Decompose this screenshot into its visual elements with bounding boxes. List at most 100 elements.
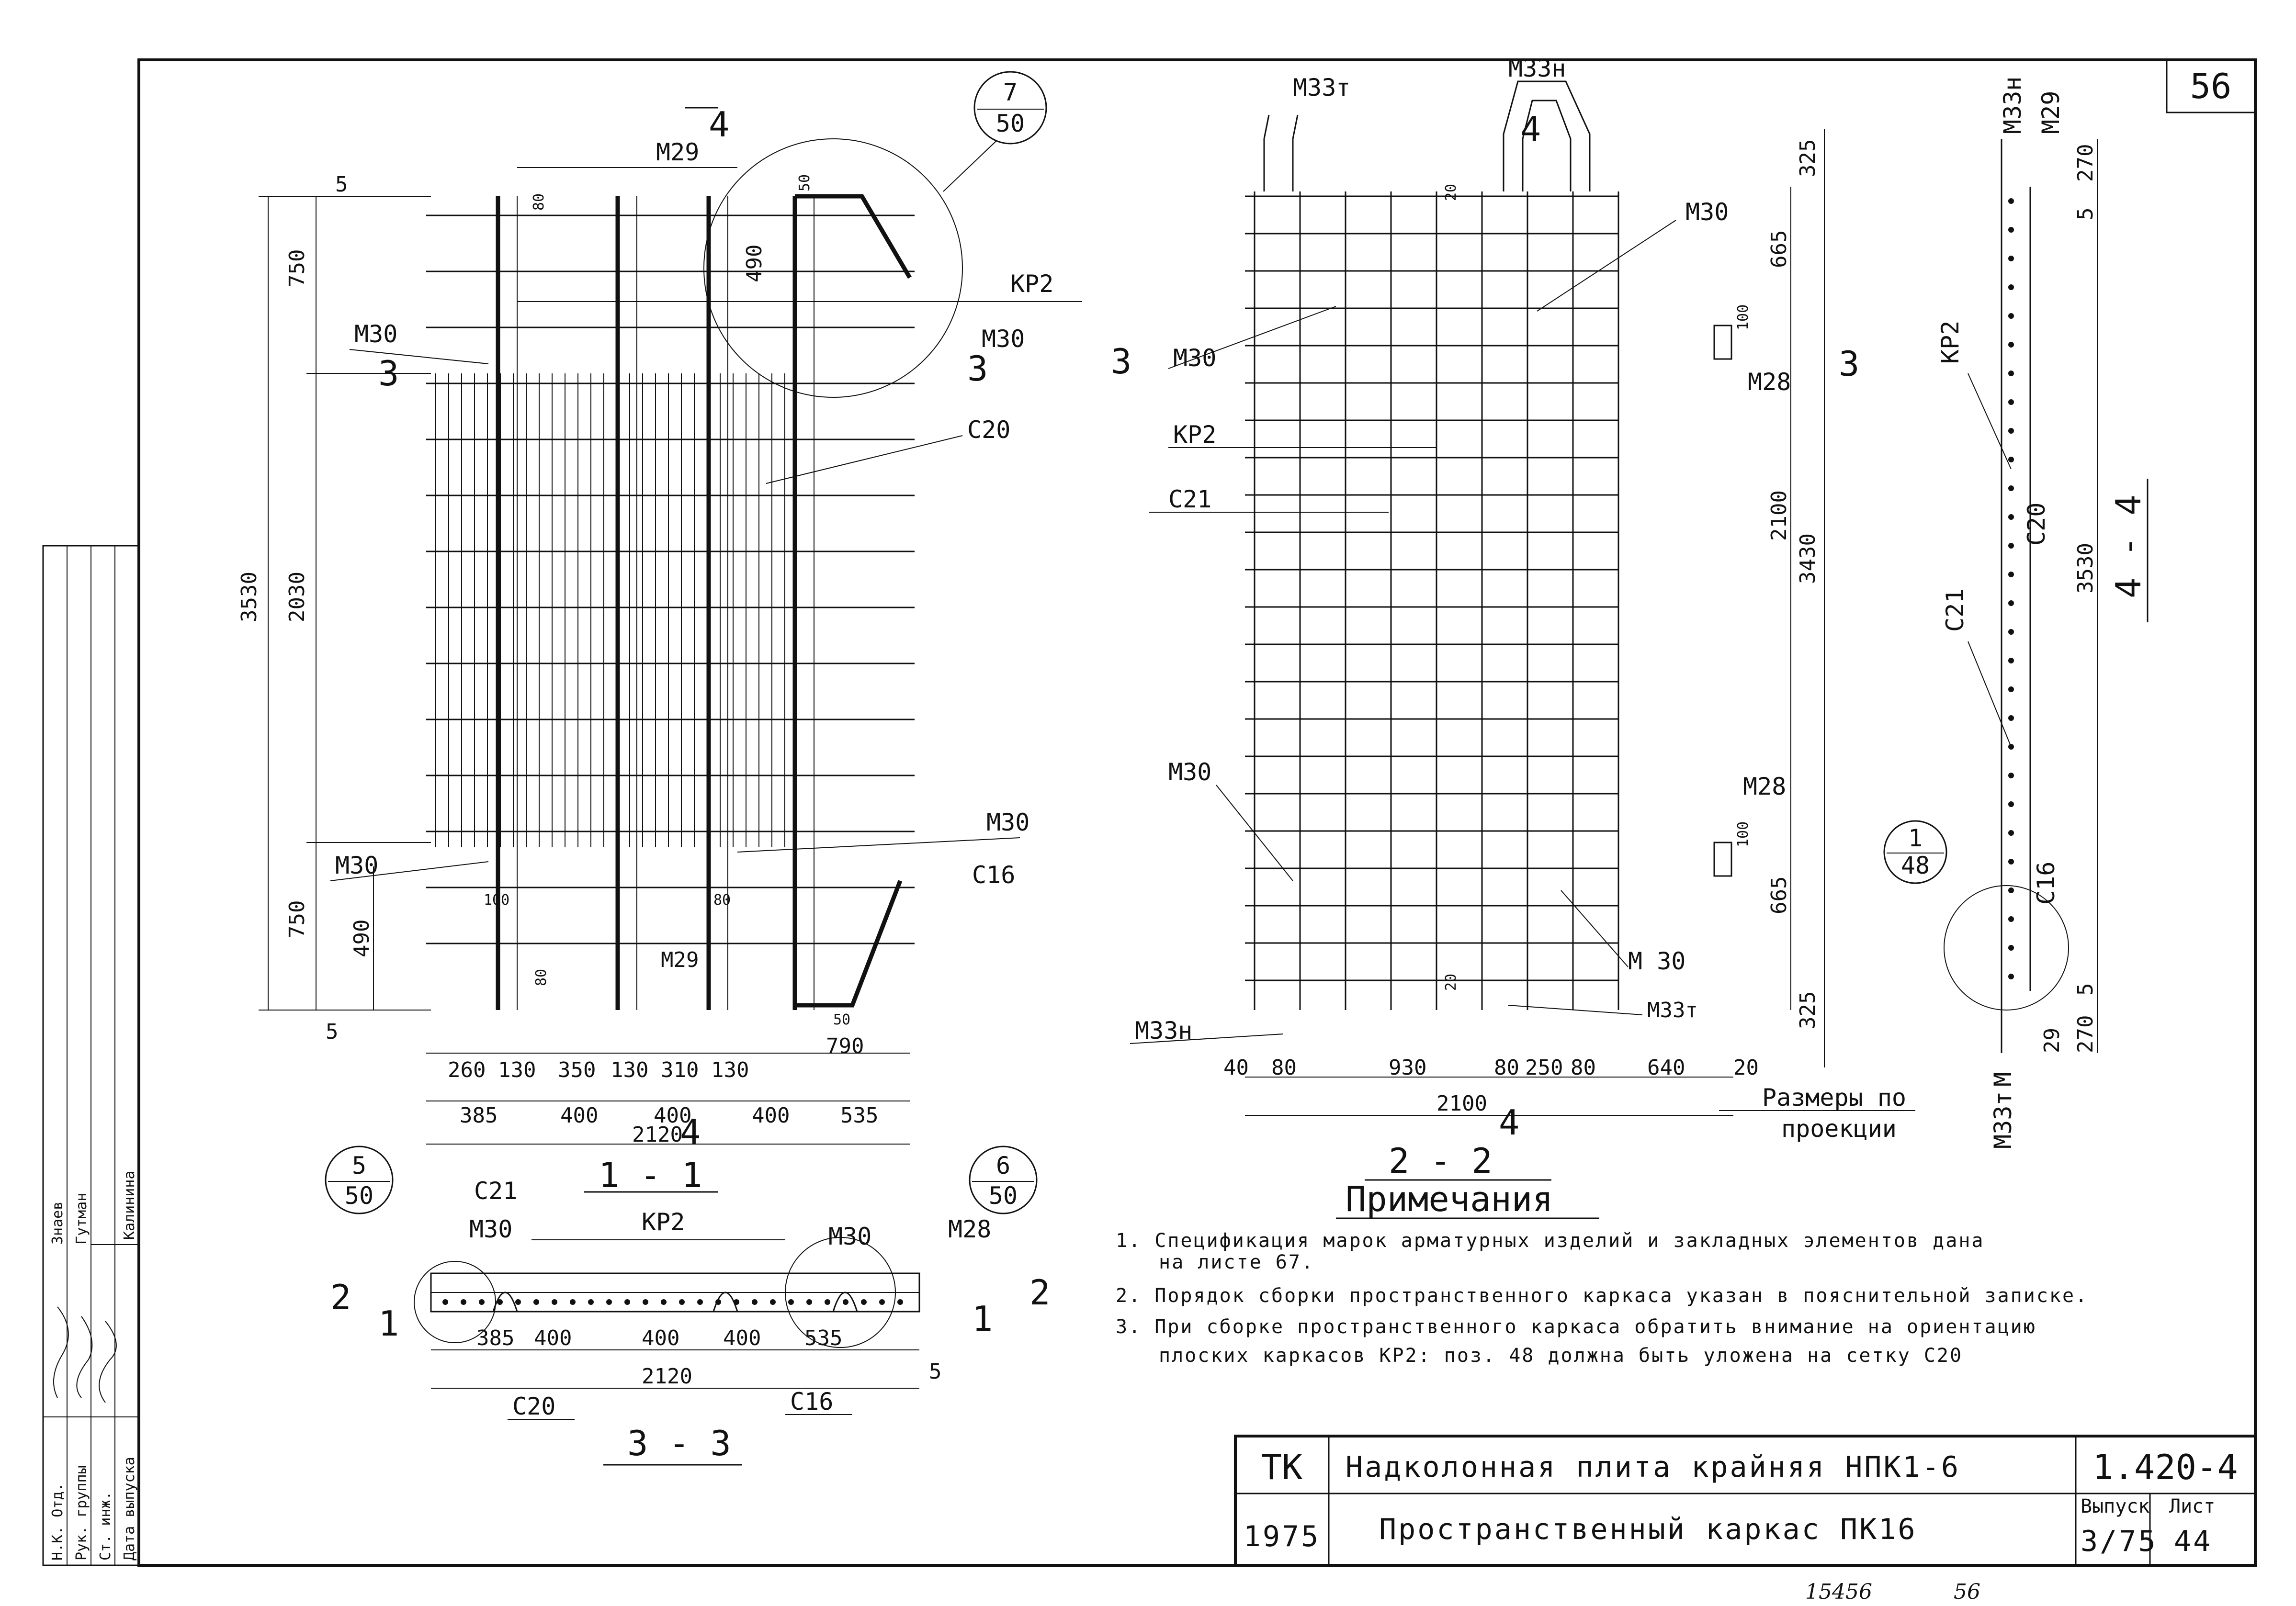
callout-7-50 bbox=[973, 71, 1047, 145]
signature-2 bbox=[76, 1316, 93, 1398]
dim-310: 310 bbox=[661, 1058, 699, 1082]
notes-heading: Примечания bbox=[1346, 1179, 1553, 1219]
dim-665-bottom: 665 bbox=[1767, 876, 1791, 914]
rebar-dot bbox=[2008, 715, 2014, 721]
label-c21-33: С21 bbox=[474, 1177, 517, 1205]
dim-790: 790 bbox=[826, 1034, 864, 1058]
note-1-cont: на листе 67. bbox=[1159, 1251, 1314, 1273]
stamp-row-2: Рук. группы bbox=[73, 1465, 90, 1561]
rebar-dot bbox=[2008, 600, 2014, 606]
leader-m30-lower-22 bbox=[1216, 785, 1293, 881]
rebar-dot bbox=[533, 1299, 539, 1305]
rebar-dot bbox=[2008, 658, 2014, 663]
dim-385: 385 bbox=[460, 1103, 498, 1128]
label-m30-lower-22: М30 bbox=[1168, 758, 1211, 786]
label-c16-44: С16 bbox=[2032, 862, 2060, 905]
m30-loop-mid bbox=[713, 1292, 738, 1312]
dim-40: 40 bbox=[1223, 1056, 1249, 1080]
label-m30-lower-left: М30 bbox=[335, 852, 378, 879]
rebar-dot bbox=[843, 1299, 848, 1305]
cut-mark-1-right: 1 bbox=[972, 1299, 993, 1339]
cut-mark-2-right: 2 bbox=[1029, 1272, 1050, 1313]
callout-1-48 bbox=[1883, 820, 1947, 884]
dim-33-400-c: 400 bbox=[723, 1326, 761, 1350]
dim-33-385: 385 bbox=[476, 1326, 514, 1350]
label-m29-top: М29 bbox=[656, 138, 699, 166]
label-c20-33: С20 bbox=[512, 1393, 555, 1420]
label-m33t-top: М33т bbox=[1293, 74, 1350, 101]
cut-mark-4-bottom-22: 4 bbox=[1499, 1102, 1519, 1143]
rebar-dot bbox=[2008, 859, 2014, 865]
signature-1 bbox=[53, 1306, 69, 1398]
rebar-dot bbox=[2008, 485, 2014, 491]
dim-490-circle: 490 bbox=[742, 245, 767, 282]
note-1: 1. Спецификация марок арматурных изделий… bbox=[1116, 1230, 1985, 1252]
label-m33t-44: М33т bbox=[1989, 1091, 2017, 1149]
label-kr2-22: КР2 bbox=[1173, 421, 1216, 449]
view-title-1-1: 1 - 1 bbox=[599, 1155, 702, 1195]
rebar-dot bbox=[861, 1299, 867, 1305]
dim-130-a: 130 bbox=[498, 1058, 536, 1082]
label-m30-left: М30 bbox=[354, 320, 397, 348]
dim-3530: 3530 bbox=[237, 572, 261, 622]
loop-m33h bbox=[1503, 80, 1591, 191]
callout-50-left: 50 bbox=[345, 1182, 373, 1210]
callout-5-50 bbox=[325, 1146, 394, 1214]
rebar-dot bbox=[2008, 198, 2014, 204]
rebar-dot bbox=[2008, 572, 2014, 577]
section-1-1-diagonal-bottom bbox=[795, 880, 903, 1008]
leader-m30-bottom-22 bbox=[1561, 890, 1629, 967]
leader-c21-44 bbox=[1968, 641, 2012, 747]
rebar-dot bbox=[2008, 227, 2014, 233]
label-c16: С16 bbox=[972, 861, 1015, 889]
rebar-dot bbox=[552, 1299, 557, 1305]
rebar-dot bbox=[806, 1299, 812, 1305]
notes: Примечания 1. Спецификация марок арматур… bbox=[1116, 1179, 2087, 1367]
rebar-dot bbox=[643, 1299, 648, 1305]
dim-80-c: 80 bbox=[1571, 1056, 1596, 1080]
callout-leader bbox=[943, 141, 996, 192]
rebar-dot bbox=[2008, 371, 2014, 376]
label-m-44: М bbox=[1989, 1072, 2017, 1087]
dim-20-top: 20 bbox=[1443, 184, 1459, 201]
label-c21-44: С21 bbox=[1941, 589, 1969, 632]
rebar-dot bbox=[679, 1299, 685, 1305]
rebar-dot bbox=[442, 1299, 448, 1305]
view-3-3: 5 50 6 50 С21 М30 КР2 М30 М28 С20 С16 38… bbox=[325, 1146, 1050, 1466]
section-1-1-vertical-bars bbox=[435, 196, 814, 1010]
dim-33-2120: 2120 bbox=[642, 1364, 692, 1389]
dim-20: 20 bbox=[1733, 1056, 1759, 1080]
rebar-dot bbox=[2008, 830, 2014, 836]
title-block-frame bbox=[1234, 1435, 2257, 1567]
rebar-dot bbox=[2008, 399, 2014, 405]
dim-80-a: 80 bbox=[1271, 1056, 1297, 1080]
title-block: ТК 1975 Надколонная плита крайняя НПК1-6… bbox=[1234, 1435, 2257, 1567]
signature-3 bbox=[99, 1321, 117, 1403]
dim-80-b: 80 bbox=[1494, 1056, 1519, 1080]
section-3-3-bar-dots bbox=[442, 1299, 903, 1305]
dim-490-bottom: 490 bbox=[350, 920, 374, 957]
label-m33t-bottom: М33т bbox=[1647, 998, 1698, 1022]
label-kr2-33: КР2 bbox=[642, 1208, 685, 1236]
cut-mark-3-left: 3 bbox=[378, 353, 399, 393]
dim-3430: 3430 bbox=[1796, 533, 1820, 584]
dim-100-bottom: 100 bbox=[484, 892, 509, 909]
stamp-name-1: Знаев bbox=[49, 1202, 66, 1245]
tb-issue-label: Выпуск bbox=[2081, 1495, 2150, 1517]
leader-m30-left-22 bbox=[1168, 306, 1336, 369]
tb-org: ТК bbox=[1261, 1447, 1303, 1487]
dim-33-400-b: 400 bbox=[642, 1326, 679, 1350]
dim-400-c: 400 bbox=[752, 1103, 790, 1128]
label-c20-44: С20 bbox=[2023, 503, 2050, 546]
label-m30-33-left: М30 bbox=[469, 1215, 512, 1243]
cut-mark-1-left: 1 bbox=[378, 1303, 399, 1344]
section-2-2-vertical-bars bbox=[1254, 191, 1619, 1010]
note-3: 3. При сборке пространственного каркаса … bbox=[1116, 1316, 2036, 1338]
leader-m30-lower-left bbox=[330, 861, 489, 881]
note-size-line1: Размеры по bbox=[1762, 1084, 1906, 1112]
dim-260: 260 bbox=[448, 1058, 486, 1082]
label-kr2: КР2 bbox=[1010, 270, 1053, 298]
rebar-dot bbox=[788, 1299, 794, 1305]
leader-m33h-bottom bbox=[1130, 1033, 1284, 1044]
rebar-dot bbox=[2008, 916, 2014, 922]
